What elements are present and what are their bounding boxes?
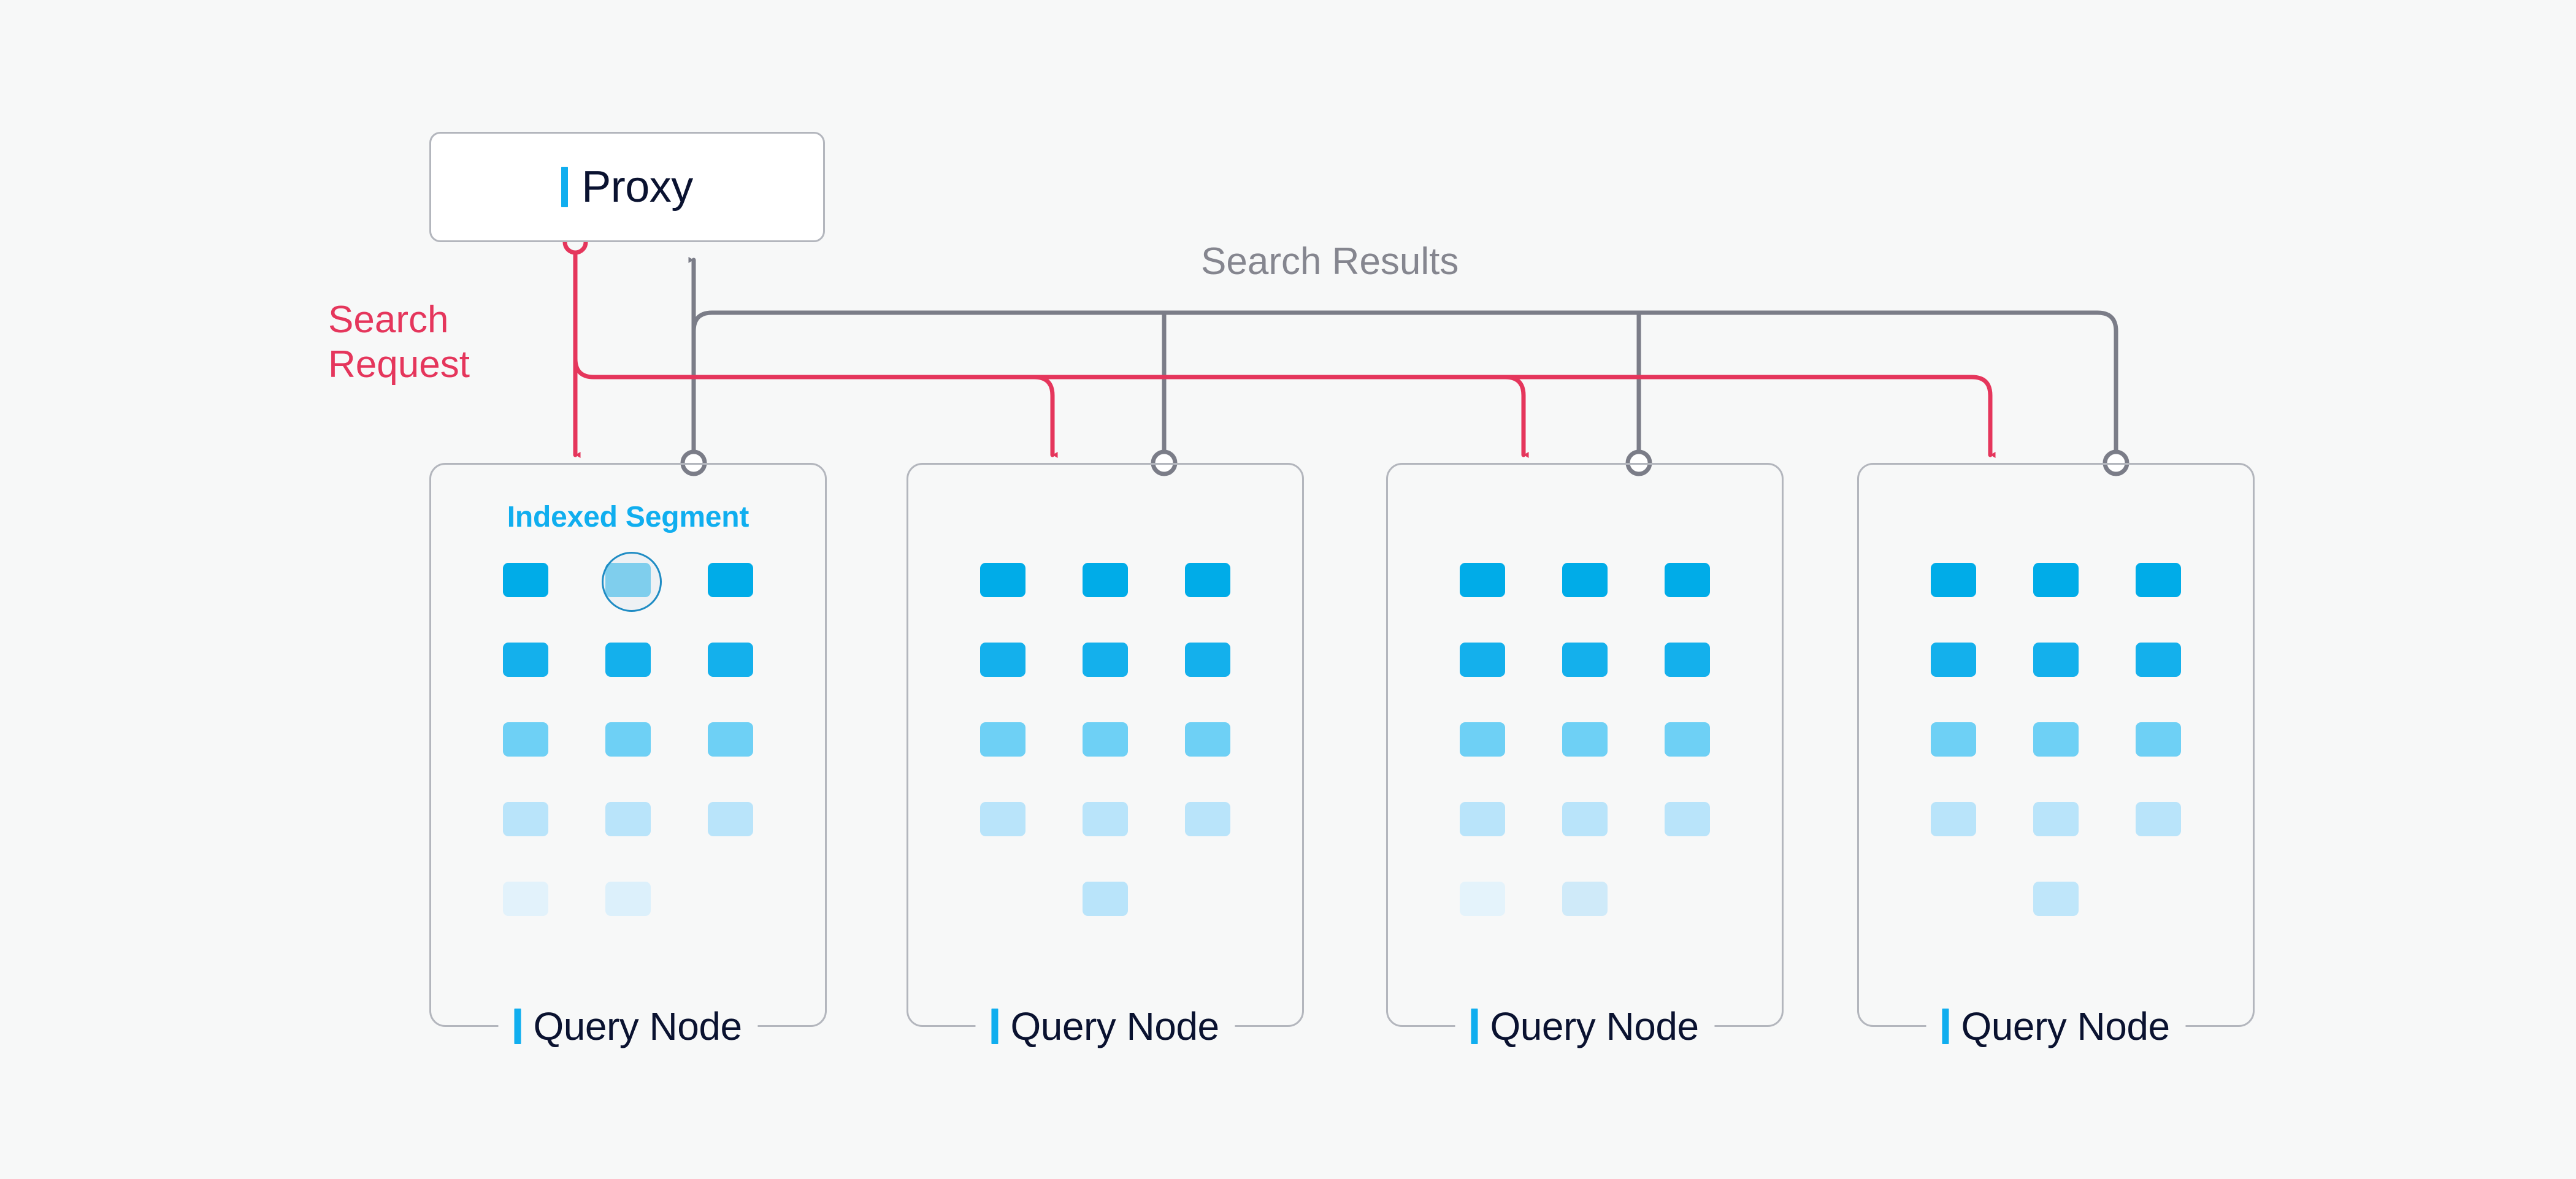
query-node-footer-4: Query Node	[1926, 1004, 2186, 1049]
request-wire-node3	[1503, 375, 1529, 458]
segment-block	[2033, 882, 2079, 916]
segment-block	[980, 882, 1025, 916]
segment-block	[1082, 643, 1128, 677]
proxy-node[interactable]: Proxy	[429, 132, 825, 242]
request-wire-bus	[573, 356, 1996, 458]
segment-block	[1184, 722, 1230, 757]
segment-block	[707, 643, 753, 677]
query-node-footer-3: Query Node	[1455, 1004, 1715, 1049]
segment-block	[2033, 563, 2079, 597]
query-node-label: Query Node	[1961, 1004, 2170, 1048]
results-wire-group	[688, 257, 2118, 465]
segment-block	[1664, 722, 1710, 757]
query-node-card-2[interactable]: Query Node	[907, 463, 1304, 1049]
segment-block-grid	[1903, 563, 2209, 961]
segment-block-grid	[952, 563, 1259, 961]
accent-bar-icon	[1942, 1009, 1949, 1044]
highlighted-vector-ring	[602, 552, 662, 612]
segment-block	[1184, 643, 1230, 677]
segment-block	[1931, 802, 1977, 836]
segment-block	[1562, 643, 1608, 677]
query-node-label: Query Node	[1490, 1004, 1699, 1048]
segment-block	[2033, 722, 2079, 757]
accent-bar-icon	[561, 167, 569, 207]
segment-block	[503, 802, 549, 836]
segment-block	[1082, 722, 1128, 757]
segment-block	[1664, 643, 1710, 677]
indexed-segment-title: Indexed Segment	[507, 501, 749, 533]
segment-block	[1460, 722, 1506, 757]
segment-block	[980, 643, 1026, 677]
segment-block	[1664, 802, 1710, 836]
segment-block	[980, 563, 1026, 597]
segment-block	[1562, 802, 1608, 836]
query-node-label: Query Node	[1010, 1004, 1219, 1048]
segment-block	[708, 882, 753, 916]
query-node-label: Query Node	[533, 1004, 742, 1048]
segment-block	[2033, 802, 2079, 836]
search-results-label: Search Results	[1201, 240, 1459, 283]
segment-block	[1082, 802, 1128, 836]
query-node-footer-2: Query Node	[975, 1004, 1235, 1049]
segment-block	[1460, 643, 1506, 677]
segment-block-grid	[475, 563, 781, 961]
query-node-card-4[interactable]: Query Node	[1857, 463, 2255, 1049]
segment-block	[503, 722, 549, 757]
segment-block	[2135, 722, 2181, 757]
accent-bar-icon	[991, 1009, 999, 1044]
segment-block	[1931, 722, 1977, 757]
accent-bar-icon	[514, 1009, 521, 1044]
segment-block	[1931, 563, 1977, 597]
segment-block	[605, 643, 651, 677]
proxy-label: Proxy	[581, 162, 693, 212]
segment-block	[605, 802, 651, 836]
query-node-card-1[interactable]: Indexed Segment Query Node	[429, 463, 827, 1049]
segment-block	[1460, 802, 1506, 836]
segment-block	[1460, 563, 1506, 597]
segment-block	[980, 802, 1026, 836]
segment-block	[707, 563, 753, 597]
segment-block	[1184, 802, 1230, 836]
segment-block	[1082, 563, 1128, 597]
segment-block	[1562, 722, 1608, 757]
segment-block-grid	[1432, 563, 1738, 961]
segment-block	[1931, 882, 1976, 916]
segment-block	[2135, 802, 2181, 836]
segment-block	[1184, 563, 1230, 597]
segment-block	[503, 563, 549, 597]
segment-block	[1664, 563, 1710, 597]
segment-block	[980, 722, 1026, 757]
query-node-footer-1: Query Node	[498, 1004, 758, 1049]
segment-block	[707, 802, 753, 836]
segment-block	[605, 722, 651, 757]
segment-block	[1082, 882, 1128, 916]
segment-block	[1562, 882, 1608, 916]
segment-block	[2135, 563, 2181, 597]
segment-block	[1562, 563, 1608, 597]
results-wire-bus	[691, 310, 2118, 465]
segment-block	[2033, 643, 2079, 677]
segment-block	[605, 882, 651, 916]
segment-block	[2136, 882, 2181, 916]
segment-block	[2135, 643, 2181, 677]
segment-block	[1185, 882, 1230, 916]
accent-bar-icon	[1471, 1009, 1478, 1044]
segment-block	[503, 882, 549, 916]
segment-block	[1931, 643, 1977, 677]
segment-block	[1665, 882, 1710, 916]
search-request-label: Search Request	[328, 299, 470, 386]
request-wire-node2	[1032, 375, 1058, 458]
query-node-card-3[interactable]: Query Node	[1386, 463, 1784, 1049]
segment-block	[1460, 882, 1506, 916]
segment-block	[707, 722, 753, 757]
segment-block	[503, 643, 549, 677]
